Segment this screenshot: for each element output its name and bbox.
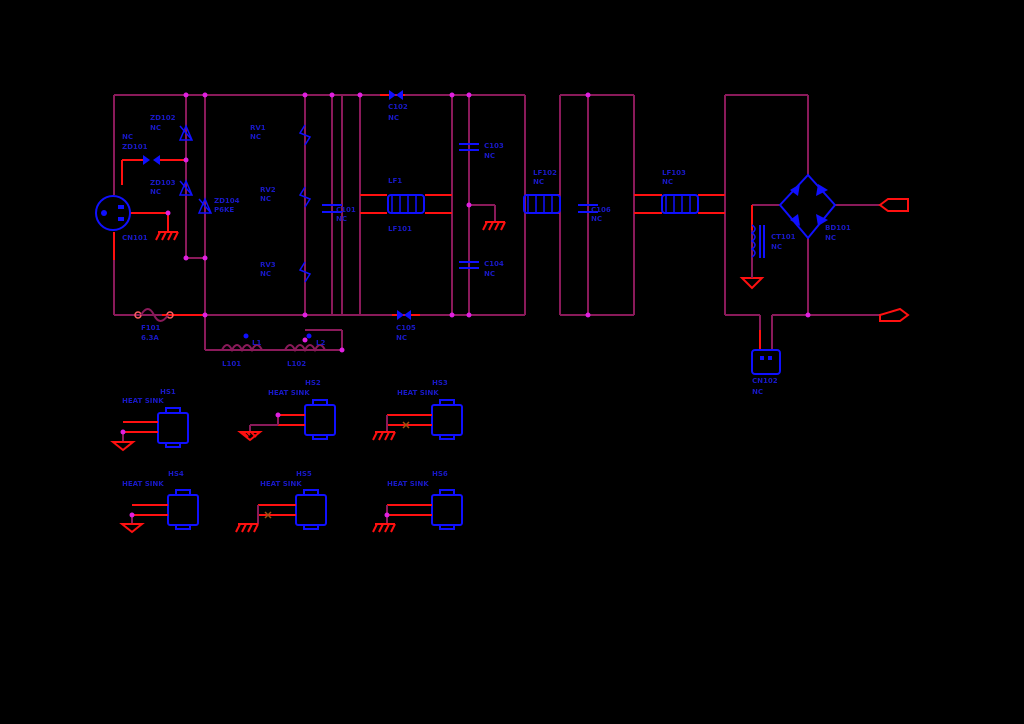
- heatsink-hs5: [235, 489, 327, 533]
- tvs-diode-symbols: [143, 124, 213, 214]
- label-cx2-val: NC: [591, 215, 602, 223]
- label-cy3-val: NC: [484, 270, 495, 278]
- label-l1: L1: [252, 339, 261, 347]
- inductor-symbols: [221, 333, 326, 353]
- heatsink-hs2: [237, 399, 336, 442]
- label-tvs-val: P6KE: [214, 206, 234, 214]
- heatsink-hs3: [372, 399, 463, 441]
- label-ct: CT101: [771, 233, 796, 241]
- heatsink-hs1: [110, 407, 189, 452]
- label-zd-b: NC: [122, 133, 133, 141]
- label-l2: L2: [316, 339, 325, 347]
- connector-symbol: [751, 349, 781, 375]
- label-zd-b-ref: ZD101: [122, 143, 148, 151]
- pin-stubs: [113, 94, 761, 350]
- label-hs3: HS3: [432, 379, 448, 387]
- fuse-symbol: [134, 308, 174, 322]
- label-hs3-desc: HEAT SINK: [397, 389, 439, 397]
- heatsink-hs6: [372, 489, 463, 533]
- label-fuse-val: 6.3A: [141, 334, 159, 342]
- label-cx1: C101: [336, 206, 356, 214]
- label-hs1-desc: HEAT SINK: [122, 397, 164, 405]
- label-lf3: LF103: [662, 169, 686, 177]
- label-rv2-val: NC: [260, 195, 271, 203]
- capacitor-symbols: [322, 90, 598, 320]
- output-ports: [878, 198, 910, 322]
- label-hs5: HS5: [296, 470, 312, 478]
- label-cy3: C104: [484, 260, 504, 268]
- label-hs2: HS2: [305, 379, 321, 387]
- label-hs4-desc: HEAT SINK: [122, 480, 164, 488]
- label-ct-val: NC: [771, 243, 782, 251]
- label-hs4: HS4: [168, 470, 184, 478]
- heatsink-hs4: [119, 489, 199, 534]
- heatsink-blocks: [110, 399, 463, 534]
- varistor-symbols: [298, 124, 312, 283]
- label-zd-a: ZD102: [150, 114, 176, 122]
- label-hs1: HS1: [160, 388, 176, 396]
- label-rv2: RV2: [260, 186, 276, 194]
- label-br: BD101: [825, 224, 851, 232]
- label-cy-top: C102: [388, 103, 408, 111]
- label-lf3-val: NC: [662, 178, 673, 186]
- label-tvs: ZD104: [214, 197, 240, 205]
- ac-inlet-symbol: [95, 195, 131, 231]
- label-hs2-desc: HEAT SINK: [268, 389, 310, 397]
- bridge-rectifier-symbol: [778, 173, 837, 240]
- label-lf1-ref: LF101: [388, 225, 412, 233]
- label-cy-top-val: NC: [388, 114, 399, 122]
- label-l1-ref: L101: [222, 360, 241, 368]
- label-hs6: HS6: [432, 470, 448, 478]
- label-cx1-val: NC: [336, 215, 347, 223]
- transformer-symbol: [750, 224, 765, 258]
- label-zd-c-val: NC: [150, 188, 161, 196]
- label-rv3: RV3: [260, 261, 276, 269]
- label-rv3-val: NC: [260, 270, 271, 278]
- label-lf1: LF1: [388, 177, 402, 185]
- label-cn2-val: NC: [752, 388, 763, 396]
- label-br-val: NC: [825, 234, 836, 242]
- label-hs6-desc: HEAT SINK: [387, 480, 429, 488]
- label-cy-bot-val: NC: [396, 334, 407, 342]
- label-lf2-val: NC: [533, 178, 544, 186]
- label-cy2-val: NC: [484, 152, 495, 160]
- label-zd-a-val: NC: [150, 124, 161, 132]
- label-hs5-desc: HEAT SINK: [260, 480, 302, 488]
- label-inlet: CN101: [122, 234, 148, 242]
- component-labels: CN101F1016.3AZD102NCNCZD101ZD103NCZD104P…: [122, 103, 851, 488]
- label-cn2: CN102: [752, 377, 778, 385]
- label-lf2: LF102: [533, 169, 557, 177]
- junction-dots: [165, 92, 811, 353]
- label-zd-c: ZD103: [150, 179, 176, 187]
- ground-symbols: [155, 221, 765, 290]
- label-cy-bot: C105: [396, 324, 416, 332]
- label-rv1-val: NC: [250, 133, 261, 141]
- label-cx2: C106: [591, 206, 611, 214]
- label-l2-ref: L102: [287, 360, 306, 368]
- label-fuse: F101: [141, 324, 161, 332]
- label-rv1: RV1: [250, 124, 266, 132]
- label-cy2: C103: [484, 142, 504, 150]
- choke-symbols: [387, 194, 699, 214]
